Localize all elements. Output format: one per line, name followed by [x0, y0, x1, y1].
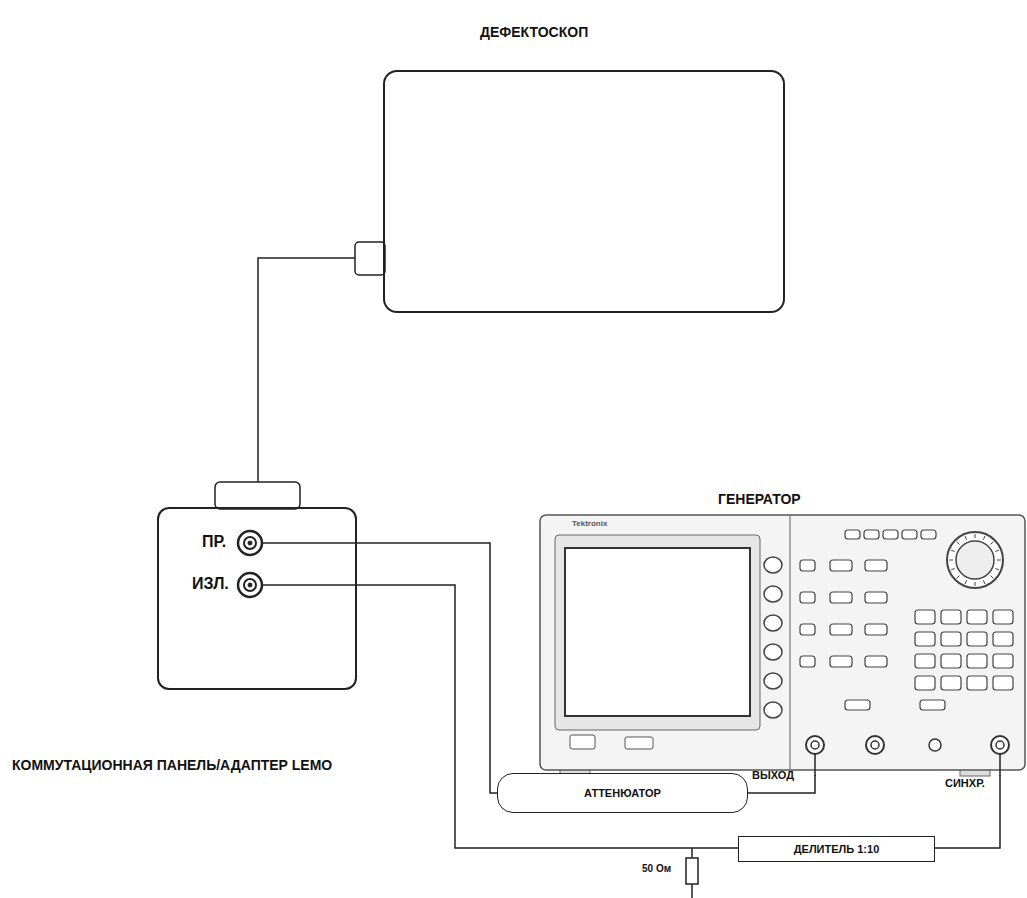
adapter-box: КОММУТАЦИОННАЯ ПАНЕЛЬ/АДАПТЕР LEMO	[157, 507, 357, 690]
box-label: ДЕЛИТЕЛЬ 1:10	[739, 837, 934, 861]
signal-label: ВЫХОД	[752, 769, 794, 781]
port-label: ИЗЛ.	[192, 575, 229, 593]
brand-label: Tektronix	[572, 519, 607, 528]
resistor-symbol	[686, 848, 698, 898]
wire	[262, 542, 357, 544]
attenuator-box: АТТЕНЮАТОР	[497, 773, 748, 813]
node-heading: КОММУТАЦИОННАЯ ПАНЕЛЬ/АДАПТЕР LEMO	[12, 757, 332, 773]
bnc-port	[238, 573, 262, 597]
signal-label: СИНХР.	[945, 777, 985, 789]
cable	[357, 543, 497, 793]
cable	[258, 258, 383, 507]
resistor-value: 50 Ом	[642, 863, 671, 874]
node-heading: ГЕНЕРАТОР	[718, 491, 801, 507]
connector-tab	[215, 482, 300, 509]
divider-box: ДЕЛИТЕЛЬ 1:10	[738, 836, 935, 862]
box-label: АТТЕНЮАТОР	[498, 774, 747, 812]
generator-illustration	[540, 515, 1025, 776]
connector-tab	[355, 242, 385, 275]
wire	[262, 584, 357, 586]
device-box: ДЕФЕКТОСКОП	[383, 70, 785, 313]
cable	[935, 775, 1000, 848]
port-label: ПР.	[202, 533, 226, 551]
node-heading: ДЕФЕКТОСКОП	[480, 24, 588, 40]
generator-block: ГЕНЕРАТОР	[530, 495, 1025, 775]
bnc-port	[238, 531, 262, 555]
